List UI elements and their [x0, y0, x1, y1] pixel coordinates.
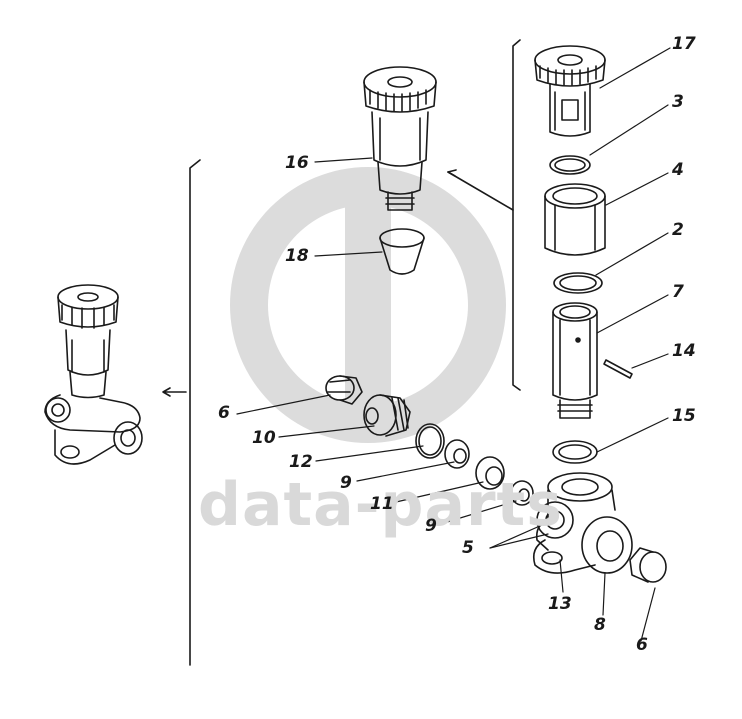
callout-3: 3	[672, 92, 684, 112]
part-9-washer-lower	[510, 480, 534, 506]
part-10-fitting	[363, 394, 411, 437]
callout-16: 16	[285, 153, 309, 173]
callout-17: 17	[672, 34, 696, 54]
callout-6-left: 6	[218, 403, 230, 423]
part-4-sleeve	[544, 183, 606, 256]
callout-5: 5	[462, 538, 474, 558]
pump-body	[532, 472, 633, 574]
callout-18: 18	[285, 246, 309, 266]
assembled-pump	[44, 284, 143, 465]
callout-10: 10	[252, 428, 276, 448]
left-bracket	[189, 159, 201, 666]
part-3-ring	[549, 155, 591, 175]
assembly-arrow	[162, 387, 187, 397]
part-14-pin	[603, 359, 633, 379]
part-17-knurled-cap	[534, 45, 606, 137]
leader-lines	[236, 47, 671, 642]
part-2-ring	[553, 272, 603, 294]
callout-12: 12	[289, 452, 313, 472]
arrow-to-bracket	[447, 169, 457, 177]
callout-9-lower: 9	[425, 516, 437, 536]
callout-4: 4	[672, 160, 684, 180]
callout-7: 7	[672, 282, 684, 302]
part-6-cone	[629, 547, 667, 583]
part-7-cylinder	[552, 302, 598, 419]
part-18-bushing	[379, 228, 425, 275]
part-9-washer-upper	[444, 439, 470, 469]
callout-14: 14	[672, 341, 696, 361]
callout-9-upper: 9	[340, 473, 352, 493]
callout-2: 2	[672, 220, 684, 240]
callout-8: 8	[594, 615, 606, 635]
callout-11: 11	[370, 494, 394, 514]
callout-13: 13	[548, 594, 572, 614]
watermark-text: data-parts	[198, 470, 563, 540]
callout-15: 15	[672, 406, 696, 426]
right-bracket	[512, 39, 521, 391]
part-11-spacer	[475, 456, 505, 490]
part-16-assembly	[363, 66, 437, 211]
part-12-ring	[415, 423, 445, 459]
bracket-connector	[447, 171, 514, 211]
callout-6-right: 6	[636, 635, 648, 655]
part-6-filter-cap	[325, 375, 363, 405]
